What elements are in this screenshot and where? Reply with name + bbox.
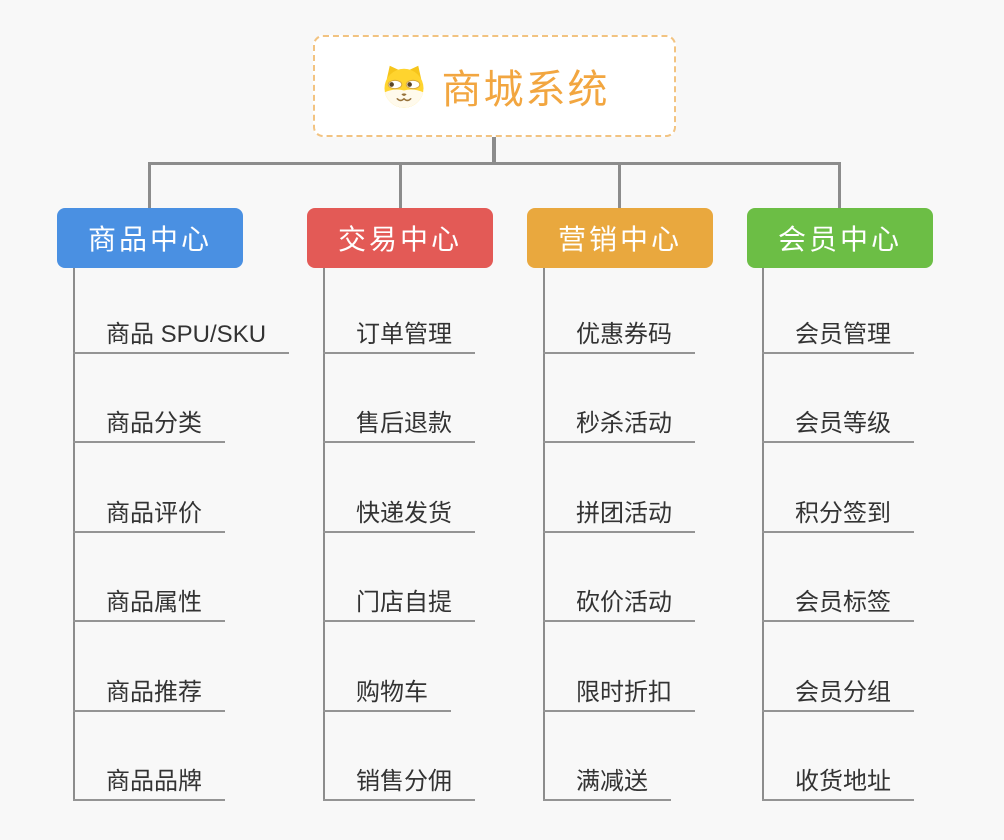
leaf-member-level[interactable]: 会员等级 [762,408,914,443]
trunk-line-trade-center [323,268,325,801]
leaf-member-management[interactable]: 会员管理 [762,319,914,354]
branch-label: 商品中心 [87,224,212,255]
connector-drop-member-center [838,162,841,208]
leaf-member-group[interactable]: 会员分组 [762,677,914,712]
connector-drop-marketing-center [618,162,621,208]
leaf-product-review[interactable]: 商品评价 [73,498,225,533]
leaf-flash-sale[interactable]: 秒杀活动 [543,408,695,443]
leaf-limited-time-discount[interactable]: 限时折扣 [543,677,695,712]
connector-drop-product-center [148,162,151,208]
branch-product-center[interactable]: 商品中心 [57,208,243,268]
leaf-group-buy[interactable]: 拼团活动 [543,498,695,533]
shiba-dog-icon [380,62,428,110]
leaf-shopping-cart[interactable]: 购物车 [323,677,451,712]
leaf-coupon-code[interactable]: 优惠券码 [543,319,695,354]
root-title: 商城系统 [441,68,610,112]
trunk-line-member-center [762,268,764,801]
leaf-product-brand[interactable]: 商品品牌 [73,766,225,801]
leaf-full-reduction[interactable]: 满减送 [543,766,671,801]
branch-member-center[interactable]: 会员中心 [747,208,933,268]
connector-drop-trade-center [399,162,402,208]
leaf-store-pickup[interactable]: 门店自提 [323,587,475,622]
connector-root-stub [492,136,496,165]
leaf-express-delivery[interactable]: 快递发货 [323,498,475,533]
leaf-bargain-activity[interactable]: 砍价活动 [543,587,695,622]
leaf-product-category[interactable]: 商品分类 [73,408,225,443]
leaf-order-management[interactable]: 订单管理 [323,319,475,354]
leaf-sales-commission[interactable]: 销售分佣 [323,766,475,801]
branch-label: 营销中心 [557,224,682,255]
connector-horizontal-line [148,162,841,165]
root-node[interactable]: 商城系统 [313,35,676,137]
branch-marketing-center[interactable]: 营销中心 [527,208,713,268]
leaf-member-tag[interactable]: 会员标签 [762,587,914,622]
trunk-line-marketing-center [543,268,545,801]
leaf-product-recommend[interactable]: 商品推荐 [73,677,225,712]
branch-trade-center[interactable]: 交易中心 [307,208,493,268]
leaf-points-checkin[interactable]: 积分签到 [762,498,914,533]
leaf-after-sale-refund[interactable]: 售后退款 [323,408,475,443]
leaf-shipping-address[interactable]: 收货地址 [762,766,914,801]
trunk-line-product-center [73,268,75,801]
leaf-product-spu-sku[interactable]: 商品 SPU/SKU [73,319,290,354]
leaf-product-attribute[interactable]: 商品属性 [73,587,225,622]
branch-label: 会员中心 [777,224,902,255]
branch-label: 交易中心 [337,224,462,255]
